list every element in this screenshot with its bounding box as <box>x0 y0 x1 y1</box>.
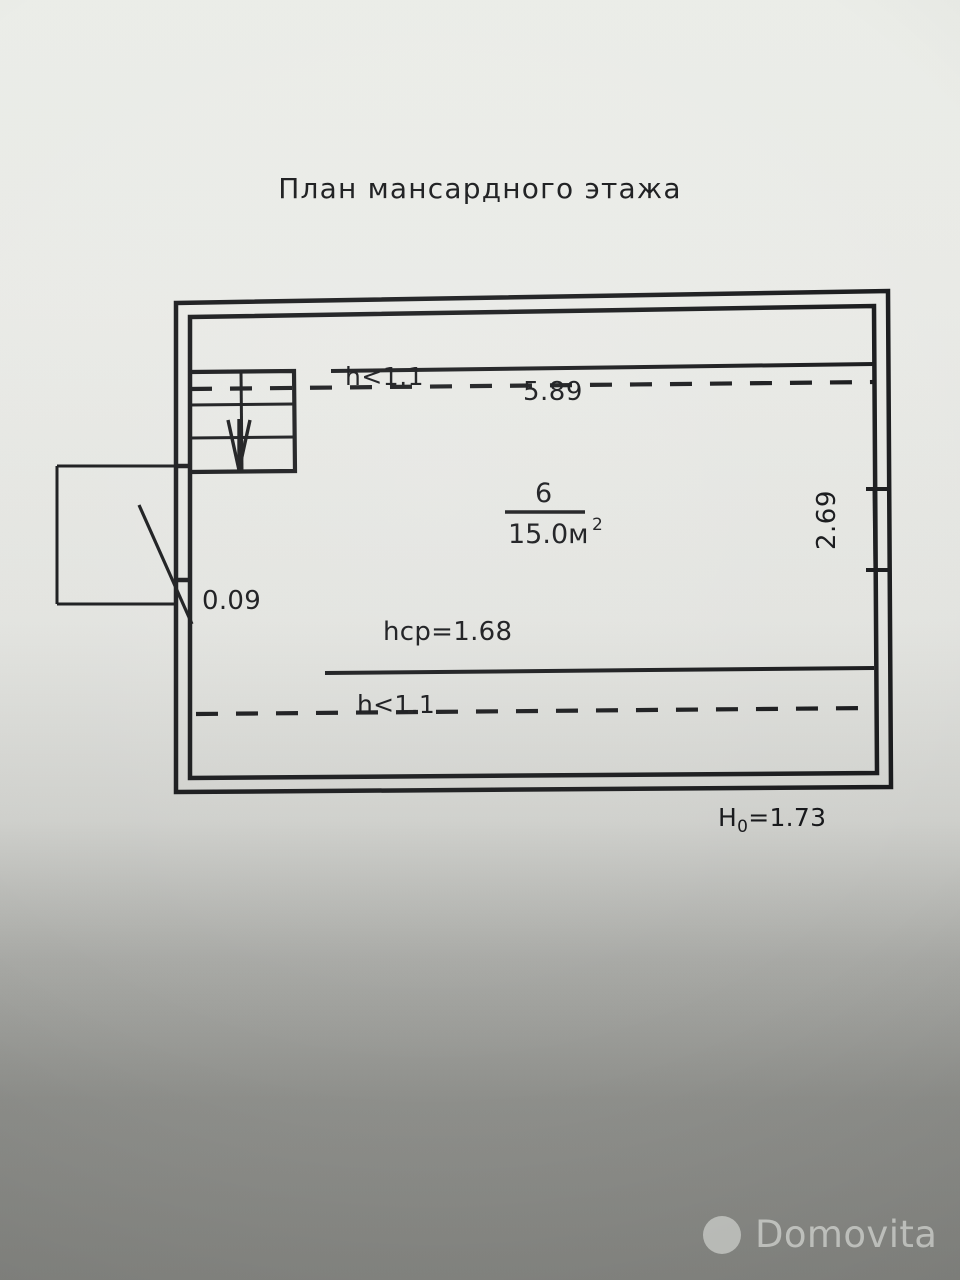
average-height-label: hср=1.68 <box>383 617 513 647</box>
main-height-label: H0=1.73 <box>718 803 826 837</box>
room-area: 15.0м <box>508 519 589 550</box>
lower-dashed-line <box>195 705 875 717</box>
dimension-wall-offset: 0.09 <box>202 586 262 616</box>
height-limit-upper-label: h<1.1 <box>345 362 425 391</box>
window-right-wall <box>866 487 889 572</box>
lower-reference-line <box>324 666 875 675</box>
height-limit-lower-label: h<1.1 <box>357 690 436 719</box>
dimension-top-length: 5.89 <box>523 377 583 407</box>
room-number: 6 <box>535 478 553 509</box>
left-wall-notch <box>176 463 190 583</box>
staircase-down-arrow <box>226 419 252 471</box>
dimension-leader-009 <box>137 504 194 625</box>
main-height-letter: H <box>718 803 738 832</box>
main-height-subscript: 0 <box>737 817 749 837</box>
room-area-superscript: 2 <box>592 515 603 535</box>
upper-reference-line <box>330 362 875 373</box>
main-height-value: =1.73 <box>748 803 827 832</box>
left-annex-outline <box>55 464 176 606</box>
upper-dashed-line <box>189 379 875 392</box>
watermark-brand: Domovita <box>755 1213 938 1256</box>
watermark: Domovita <box>703 1213 937 1256</box>
circle-logo-icon <box>703 1215 741 1254</box>
page-title: План мансардного этажа <box>278 172 682 205</box>
outer-wall-outline <box>173 288 894 795</box>
dimension-right-width: 2.69 <box>812 490 842 550</box>
